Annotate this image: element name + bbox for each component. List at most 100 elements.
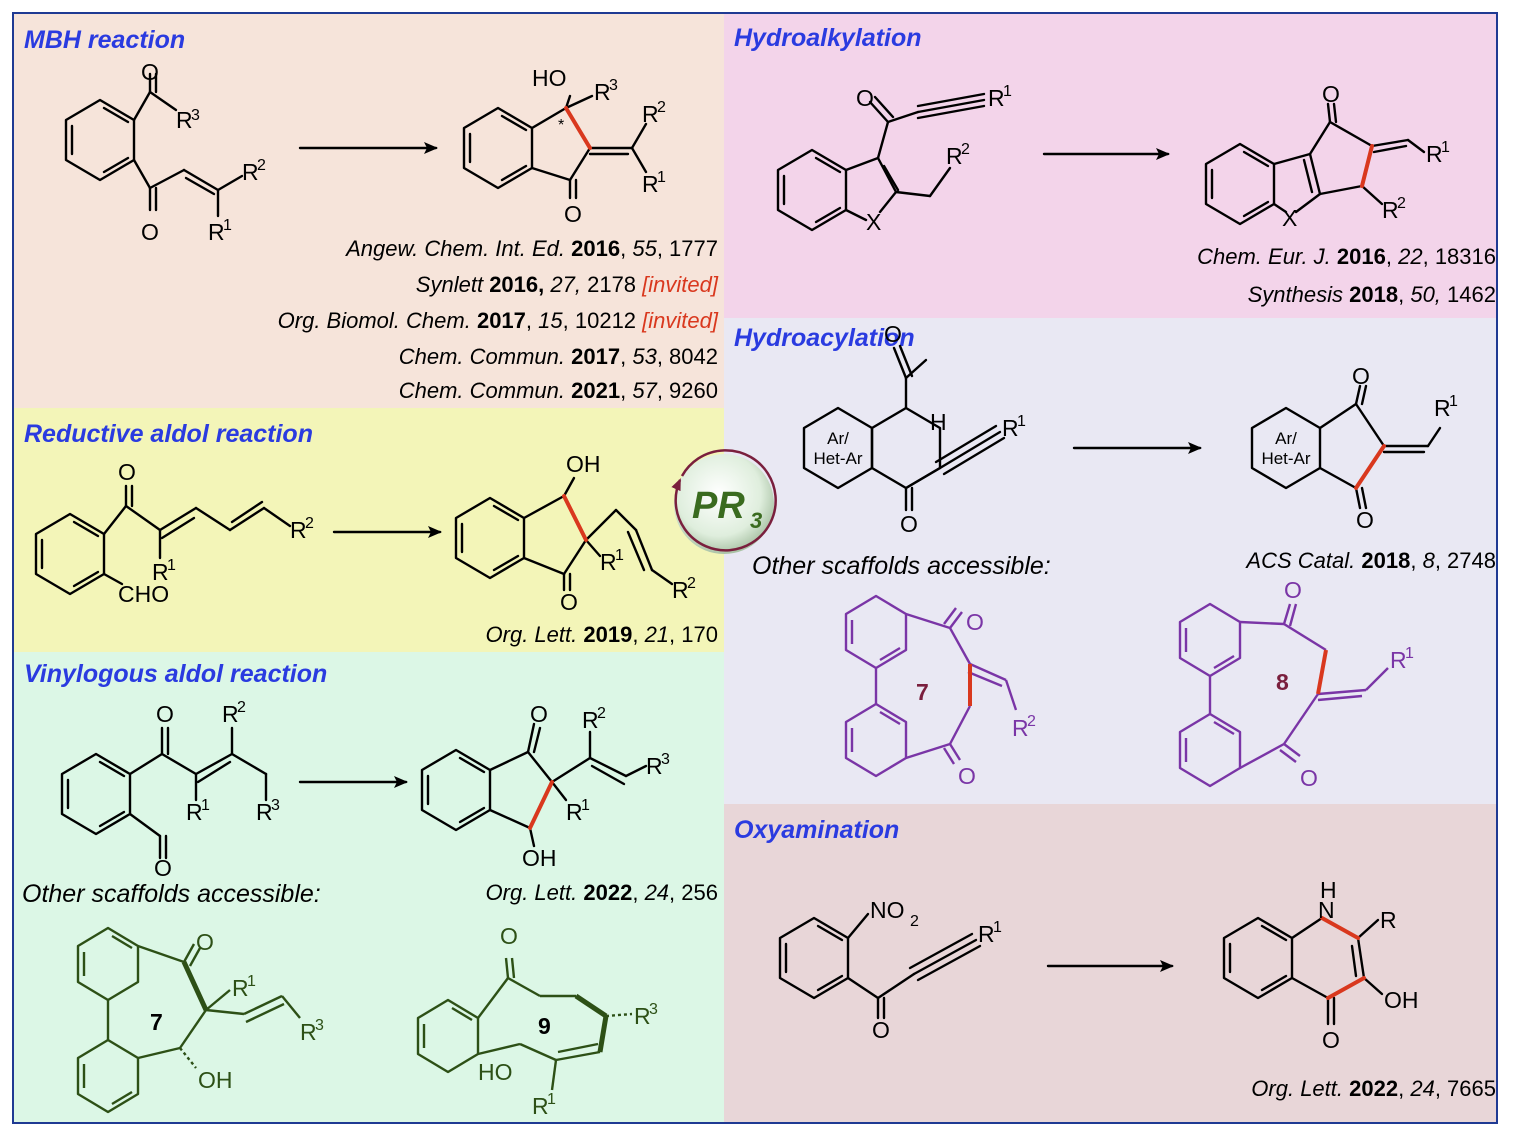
reference: Synthesis 2018, 50, 1462 [1247,282,1496,307]
hydroalkylation-title: Hydroalkylation [734,24,922,52]
atom-label: R [566,799,583,825]
atom-label: O [1356,507,1374,533]
new-bond [1320,916,1360,940]
mbh-product-structure [462,94,648,200]
new-bond [562,494,588,542]
new-bond [528,780,554,830]
hydroacylation-scaffold-7 [844,594,1018,778]
catalyst-badge: PR 3 [668,448,780,560]
atom-label: 1 [201,797,210,814]
atom-label: O [958,763,976,789]
atom-label: 1 [993,919,1002,936]
hydroacylation-other-scaffolds-label: Other scaffolds accessible: [752,552,1051,580]
atom-label: 2 [657,99,666,116]
atom-label: O [1284,577,1302,603]
atom-label: 3 [661,751,670,768]
atom-labels: O R3 O R2 R1 HO R3 * R2 R1 O O R1 CHO O … [118,59,1458,1053]
catalyst-cycle-icon: PR 3 [671,449,777,554]
atom-label: O [560,589,578,615]
oxyamination-product-structure [1222,916,1384,1026]
atom-label: 3 [649,1001,658,1018]
ring-label: Ar/ [1275,429,1297,448]
new-bond [564,106,592,150]
hydroalkylation-product-structure [1204,102,1426,226]
atom-label: 1 [1449,393,1458,410]
atom-label: 2 [257,157,266,174]
atom-label: O [154,855,172,881]
atom-label: R [152,559,169,585]
atom-label: O [1300,765,1318,791]
atom-label: H [930,409,947,435]
hydroacylation-reactant-structure [802,344,1006,512]
atom-label: R [594,79,611,105]
atom-label: O [118,459,136,485]
mbh-panel [14,14,724,408]
reductive-aldol-title: Reductive aldol reaction [24,420,313,448]
reductive-reactant-structure [34,484,292,596]
reductive-product-structure [454,476,674,592]
vinylogous-reactant-structure [60,726,268,860]
atom-label: R [646,753,663,779]
ring-label: Het-Ar [1261,449,1310,468]
reductive-aldol-panel [14,408,724,652]
atom-label: H [1320,877,1337,903]
reference: Org. Lett. 2019, 21, 170 [485,622,718,647]
catalyst-subscript: 3 [750,508,762,533]
atom-label: OH [198,1067,233,1093]
new-bond [1326,976,1366,1000]
scaffold-number: 9 [538,1013,551,1039]
atom-label: O [156,701,174,727]
atom-label: OH [566,451,601,477]
hydroacylation-scaffold-8 [1178,602,1389,788]
reference: Chem. Commun. 2021, 57, 9260 [398,378,718,403]
atom-label: R [176,107,193,133]
atom-label: R [242,159,259,185]
atom-label: 3 [191,107,200,124]
vinylogous-aldol-panel [14,652,724,1122]
hydroacylation-product-structure [1250,384,1442,510]
atom-label: 1 [167,557,176,574]
atom-label: R [1002,415,1019,441]
atom-label: X [866,209,881,235]
hydroacylation-panel [724,318,1496,804]
atom-label: 1 [1405,645,1414,662]
atom-label: O [856,85,874,111]
vinylogous-aldol-title: Vinylogous aldol reaction [24,660,328,688]
atom-label: R [1434,395,1451,421]
atom-label: R [978,921,995,947]
atom-label: HO [478,1059,513,1085]
atom-label: O [872,1017,890,1043]
atom-label: R [634,1003,651,1029]
mbh-title: MBH reaction [24,26,186,54]
atom-label: 2 [597,705,606,722]
atom-label: R [532,1093,549,1119]
atom-label: OH [1384,987,1419,1013]
atom-label: 3 [271,797,280,814]
atom-label: 3 [315,1017,324,1034]
atom-label: R [582,707,599,733]
atom-label: R [988,85,1005,111]
atom-label: R [600,549,617,575]
atom-label: * [558,117,564,134]
atom-label: R [232,975,249,1001]
atom-label: X [1282,205,1297,231]
hydroalkylation-reactant-structure [776,92,986,232]
atom-label: 1 [247,973,256,990]
atom-label: R [642,171,659,197]
atom-label: R [208,219,225,245]
catalyst-label: PR [692,485,745,527]
atom-label: 2 [305,515,314,532]
reference: Org. Biomol. Chem. 2017, 15, 10212 [invi… [277,308,718,333]
new-bond [181,960,209,1012]
atom-label: 1 [1441,139,1450,156]
hydroacylation-title: Hydroacylation [734,324,915,352]
ring-label: Het-Ar [813,449,862,468]
atom-label: 1 [581,797,590,814]
atom-label: O [900,511,918,537]
atom-label: 2 [1397,195,1406,212]
oxyamination-title: Oxyamination [734,816,900,844]
atom-label: N [1318,897,1335,923]
atom-label: OH [522,845,557,871]
atom-label: R [290,517,307,543]
